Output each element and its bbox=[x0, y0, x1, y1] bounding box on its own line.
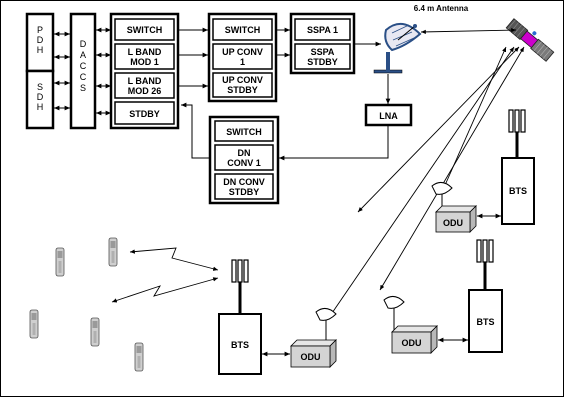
l-band-mod1-box bbox=[114, 43, 175, 70]
pdh-daccs-links bbox=[54, 31, 70, 111]
bts-top-right-label: BTS bbox=[509, 186, 527, 196]
downconv-switch-label: SWITCH bbox=[226, 127, 262, 137]
bts-mid-right-label: BTS bbox=[477, 317, 495, 327]
downconv-stack: SWITCH DN CONV 1 DN CONV STDBY bbox=[208, 115, 280, 205]
sspa1-box bbox=[294, 18, 351, 41]
mobile-phone bbox=[90, 317, 100, 347]
radio-links bbox=[111, 247, 219, 303]
modem-upconv-links bbox=[179, 27, 208, 89]
bts-mid-right: BTS bbox=[468, 239, 503, 353]
modem-switch-box bbox=[114, 18, 175, 41]
odu-top-label: ODU bbox=[443, 218, 463, 228]
daccs-modem-links bbox=[96, 27, 111, 116]
upconv1-line2: 1 bbox=[240, 57, 245, 67]
l-band-mod26-box bbox=[114, 72, 175, 99]
earth-station-antenna bbox=[373, 23, 422, 74]
mobile-phone bbox=[29, 309, 39, 339]
upconv-stdby-line1: UP CONV bbox=[222, 75, 263, 85]
mobile-phone bbox=[55, 247, 65, 277]
downconv1-line2: CONV 1 bbox=[227, 158, 261, 168]
odu-dish-mid-left bbox=[315, 308, 337, 344]
bts-top-right: BTS bbox=[501, 109, 535, 225]
modem-stack: SWITCH L BAND MOD 1 L BAND MOD 26 STDBY bbox=[109, 12, 180, 130]
sspa-stdby-line2: STDBY bbox=[307, 57, 338, 67]
downconv-stdby-line1: DN CONV bbox=[223, 177, 265, 187]
daccs-box bbox=[69, 12, 97, 130]
upconv-stack: SWITCH UP CONV 1 UP CONV STDBY bbox=[207, 12, 278, 103]
modem-switch-label: SWITCH bbox=[127, 25, 163, 35]
bts-bottom-left-label: BTS bbox=[231, 340, 249, 350]
lna-label: LNA bbox=[379, 111, 398, 121]
downconv-stdby-line2: STDBY bbox=[229, 187, 260, 197]
upconv-switch-box bbox=[212, 18, 273, 41]
lna-block: LNA bbox=[364, 103, 413, 127]
odu-unit-mid-left: ODU bbox=[290, 339, 337, 368]
outer-frame bbox=[0, 0, 564, 397]
upconv-stdby-line2: STDBY bbox=[227, 85, 258, 95]
downconv1-box bbox=[214, 144, 274, 171]
downconv-switch-box bbox=[214, 120, 274, 142]
odu-mid-left-label: ODU bbox=[301, 352, 321, 362]
sspa1-label: SSPA 1 bbox=[307, 25, 338, 35]
mod26-line2: MOD 26 bbox=[128, 86, 162, 96]
odu-unit-mid-right: ODU bbox=[391, 325, 438, 354]
sspa-stack: SSPA 1 SSPA STDBY bbox=[289, 12, 356, 75]
modem-stdby-box bbox=[114, 101, 175, 125]
satellite-icon bbox=[505, 18, 555, 62]
downconv-stdby-box bbox=[214, 173, 274, 200]
downconv1-line1: DN bbox=[238, 148, 251, 158]
satellite-links bbox=[329, 27, 525, 317]
bts-bottom-left: BTS bbox=[218, 259, 262, 375]
downconv-modem-link bbox=[181, 102, 209, 159]
upconv1-box bbox=[212, 43, 273, 70]
odu-dish-top-right bbox=[431, 182, 453, 210]
upconv-switch-label: SWITCH bbox=[225, 25, 261, 35]
mod1-line1: L BAND bbox=[128, 47, 162, 57]
mod1-line2: MOD 1 bbox=[130, 57, 159, 67]
sdh-box bbox=[25, 69, 55, 130]
upconv-stdby-box bbox=[212, 72, 273, 98]
odu-unit-top: ODU bbox=[435, 205, 477, 233]
upconv-sspa-links bbox=[277, 27, 290, 58]
odu-mid-right-label: ODU bbox=[402, 338, 422, 348]
odu-bts-links bbox=[262, 213, 501, 357]
sspa-stdby-line1: SSPA bbox=[311, 47, 335, 57]
mobile-phone bbox=[134, 342, 144, 372]
modem-stdby-label: STDBY bbox=[129, 109, 160, 119]
antenna-label: 6.4 m Antenna bbox=[414, 4, 469, 13]
odu-dish-mid-right bbox=[383, 296, 405, 330]
lna-downconv-link bbox=[279, 126, 389, 161]
mod26-line1: L BAND bbox=[128, 76, 162, 86]
upconv1-line1: UP CONV bbox=[222, 47, 263, 57]
mobile-phone bbox=[108, 237, 118, 267]
